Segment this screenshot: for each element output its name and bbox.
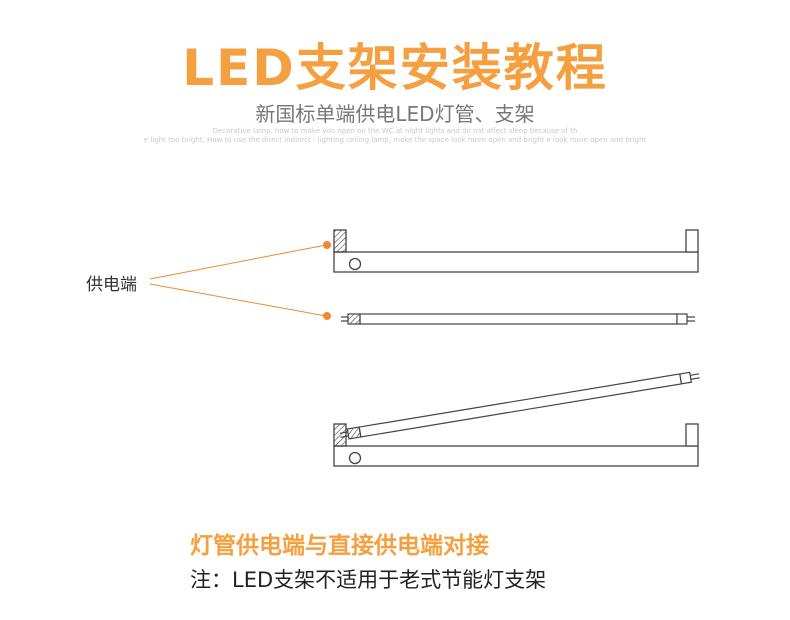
tube-end-cap [676,313,688,325]
pointer-line-upper [149,244,327,280]
bracket-bottom-base [333,445,699,467]
pointer-line-lower [149,283,327,317]
tube-pin [690,377,700,380]
compatibility-note: 注：LED支架不适用于老式节能灯支架 [190,568,547,592]
bracket-top-hole [348,257,362,271]
callout-pointer-lines [149,241,331,320]
pointer-dot-upper [323,241,331,249]
page-subtitle: 新国标单端供电LED灯管、支架 [255,102,535,126]
bracket-top-base [333,251,699,273]
tube-body [359,313,678,325]
page-title: LED支架安装教程 [182,39,608,97]
tube-pin [690,373,700,376]
bracket-top-end-holder [685,229,699,253]
bracket-top-power-holder [333,229,347,253]
bracket-bottom-power-holder [333,423,347,447]
connection-note-heading: 灯管供电端与直接供电端对接 [190,533,489,559]
power-end-label: 供电端 [86,275,137,295]
tube-body [358,373,683,438]
tube-pin [340,435,349,438]
tube-end-cap [679,371,693,385]
tube-pin [339,431,348,434]
bracket-bottom [333,423,699,467]
tube-power-cap [347,313,361,325]
decorative-english-text-line-1: Decorative lamp, how to make you open on… [212,127,578,135]
led-tube-tilted [339,371,700,440]
bracket-top [333,229,699,273]
pointer-dot-lower [323,312,331,320]
tube-power-cap [346,426,362,440]
decorative-english-text-line-2: e light too bright, How to use the direc… [143,136,647,144]
led-tube-straight [341,313,695,325]
bracket-bottom-hole [348,451,362,465]
bracket-bottom-end-holder [685,423,699,447]
